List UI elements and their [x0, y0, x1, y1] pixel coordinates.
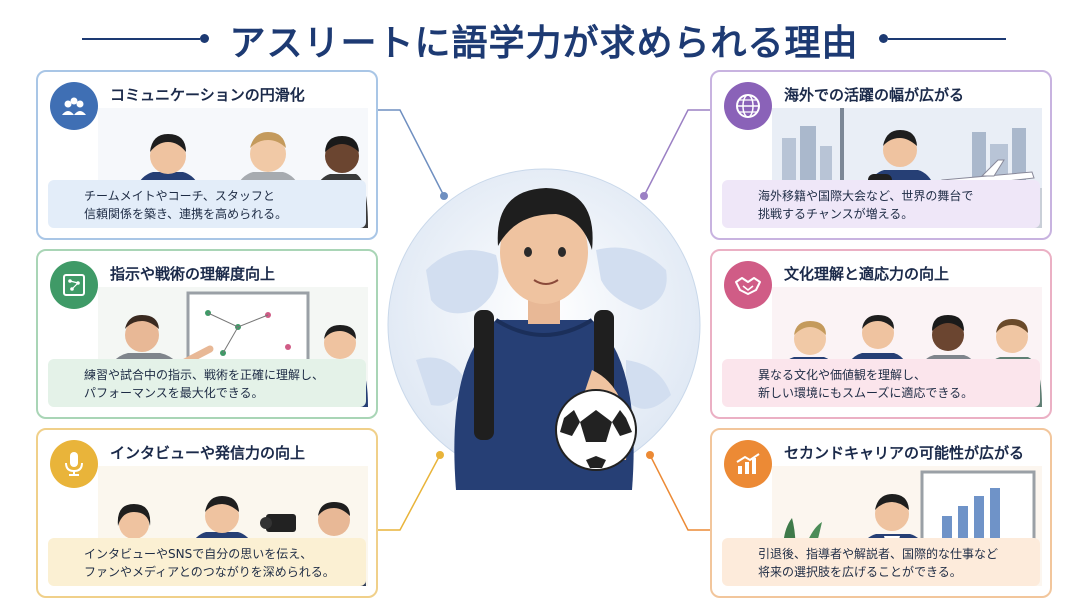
description-line: 挑戦するチャンスが増える。: [758, 207, 914, 221]
title-decoration-dot-left: [200, 34, 209, 43]
athlete-illustration: [387, 168, 701, 490]
card-title: コミュニケーションの円滑化: [110, 86, 305, 104]
title-decoration-line-right: [888, 38, 1006, 40]
card-description: チームメイトやコーチ、スタッフと 信頼関係を築き、連携を高められる。: [48, 180, 366, 228]
title-decoration-line-left: [82, 38, 200, 40]
card-career: セカンドキャリアの可能性が広がる 引退後、指導者や解説者、国際的な仕事など 将来…: [710, 428, 1052, 598]
description-line: 引退後、指導者や解説者、国際的な仕事など: [758, 547, 999, 561]
title-decoration-dot-right: [879, 34, 888, 43]
card-title: 海外での活躍の幅が広がる: [784, 86, 965, 104]
description-line: 新しい環境にもスムーズに適応できる。: [758, 386, 974, 400]
description-line: パフォーマンスを最大化できる。: [84, 386, 264, 400]
card-title: インタビューや発信力の向上: [110, 444, 306, 462]
card-description: 練習や試合中の指示、戦術を正確に理解し、 パフォーマンスを最大化できる。: [48, 359, 366, 407]
globe-icon: [724, 82, 772, 130]
card-culture: 文化理解と適応力の向上 異なる文化や価値観を理解し、 新しい環境にもスムーズに適…: [710, 249, 1052, 419]
card-description: 異なる文化や価値観を理解し、 新しい環境にもスムーズに適応できる。: [722, 359, 1040, 407]
growth-chart-icon: [724, 440, 772, 488]
description-line: 異なる文化や価値観を理解し、: [758, 368, 927, 382]
description-line: インタビューやSNSで自分の思いを伝え、: [84, 547, 313, 561]
microphone-icon: [50, 440, 98, 488]
people-chat-icon: [50, 82, 98, 130]
card-interview: インタビューや発信力の向上 インタビューやSNSで自分の思いを伝え、 ファンやメ…: [36, 428, 378, 598]
card-communication: コミュニケーションの円滑化 チームメイトやコーチ、スタッフと 信頼関係を築き、連…: [36, 70, 378, 240]
card-overseas: 海外での活躍の幅が広がる 海外移籍や国際大会など、世界の舞台で 挑戦するチャンス…: [710, 70, 1052, 240]
description-line: 海外移籍や国際大会など、世界の舞台で: [758, 189, 974, 203]
description-line: ファンやメディアとのつながりを深められる。: [84, 565, 335, 579]
tactics-board-icon: [50, 261, 98, 309]
card-title: 文化理解と適応力の向上: [784, 265, 950, 283]
description-line: 練習や試合中の指示、戦術を正確に理解し、: [84, 368, 325, 382]
description-line: 将来の選択肢を広げることができる。: [758, 565, 962, 579]
card-description: 海外移籍や国際大会など、世界の舞台で 挑戦するチャンスが増える。: [722, 180, 1040, 228]
handshake-icon: [724, 261, 772, 309]
card-description: 引退後、指導者や解説者、国際的な仕事など 将来の選択肢を広げることができる。: [722, 538, 1040, 586]
page-title: アスリートに語学力が求められる理由: [229, 23, 859, 64]
card-title: 指示や戦術の理解度向上: [110, 265, 276, 283]
card-title: セカンドキャリアの可能性が広がる: [784, 444, 1025, 462]
description-line: 信頼関係を築き、連携を高められる。: [84, 207, 288, 221]
description-line: チームメイトやコーチ、スタッフと: [84, 189, 275, 203]
card-description: インタビューやSNSで自分の思いを伝え、 ファンやメディアとのつながりを深められ…: [48, 538, 366, 586]
card-tactics: 指示や戦術の理解度向上 練習や試合中の指示、戦術を正確に理解し、 パフォーマンス…: [36, 249, 378, 419]
